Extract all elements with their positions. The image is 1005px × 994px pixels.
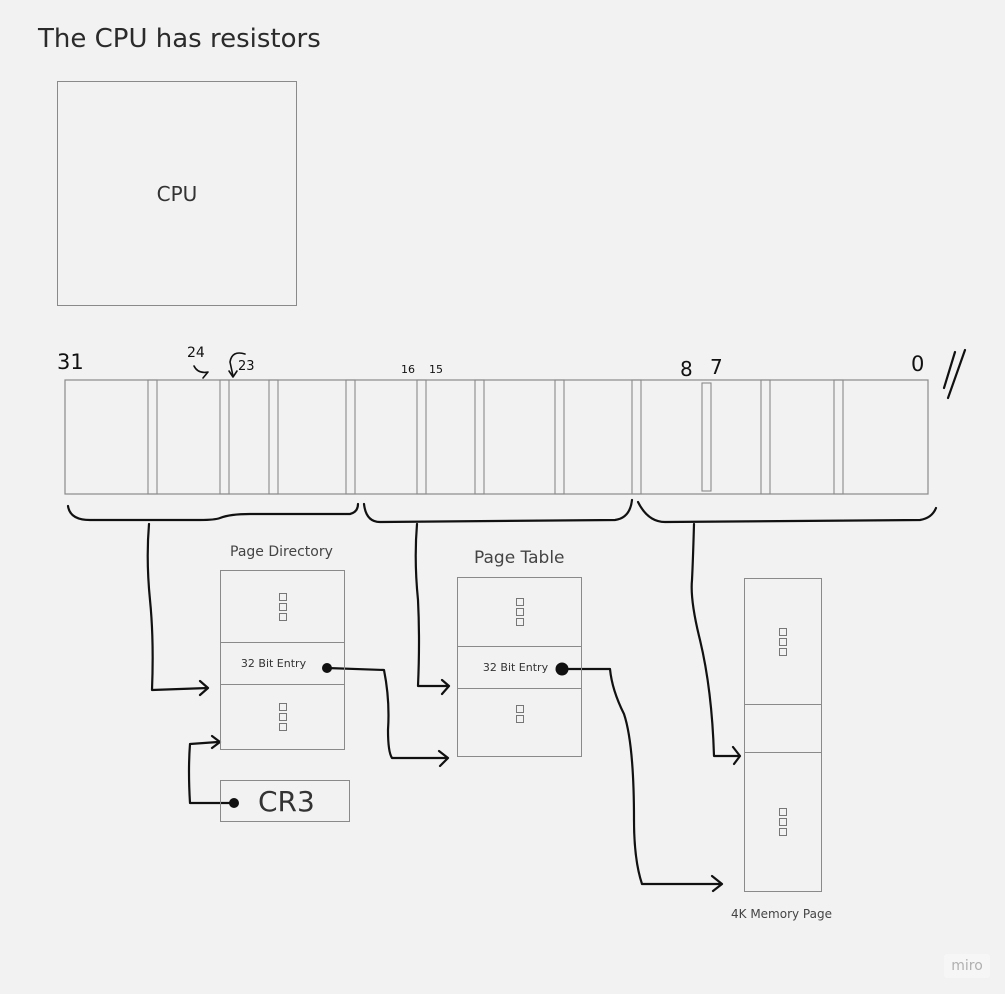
page-table-entry[interactable]: 32 Bit Entry [458,647,581,689]
memory-page-bottom-cell: □ □ □ [745,753,821,891]
page-directory-table[interactable]: □ □ □ 32 Bit Entry □ □ □ [220,570,345,750]
bit-label-23: 23 [238,359,255,374]
board-title: The CPU has resistors [38,24,321,54]
placeholder-box: □ [779,637,787,646]
bit-label-7: 7 [710,355,723,379]
arrow-cr3-to-directory [187,734,236,805]
placeholder-box: □ [278,723,287,731]
placeholder-box: □ [278,703,287,711]
placeholder-box: □ [278,592,287,601]
miro-watermark: miro [944,954,990,978]
placeholder-box: □ [278,612,287,621]
memory-page-label: 4K Memory Page [731,907,832,921]
placeholder-box: □ [278,602,287,611]
cr3-dot [229,798,239,808]
placeholder-box: □ [515,608,524,616]
page-table[interactable]: □ □ □ 32 Bit Entry □ □ [457,577,582,757]
placeholder-box: □ [779,828,787,836]
placeholder-box: □ [779,808,787,816]
arrow-pte-to-memory [561,667,724,893]
cpu-box[interactable]: CPU [57,81,297,306]
memory-page-selected-cell[interactable] [745,705,821,753]
page-directory-top-cell: □ □ □ [221,571,344,643]
placeholder-box: □ [779,627,787,636]
cr3-register[interactable]: CR3 [220,780,350,822]
page-table-title: Page Table [474,548,565,568]
placeholder-box: □ [278,713,287,721]
page-directory-entry-label: 32 Bit Entry [240,657,307,670]
bit-separators [147,379,844,495]
brace-table [362,498,634,524]
page-table-bottom-cell: □ □ [458,689,581,756]
bit-label-31: 31 [57,350,84,374]
page-table-entry-label: 32 Bit Entry [482,661,549,674]
cr3-label: CR3 [258,785,315,818]
cpu-label: CPU [156,181,198,206]
arrow-to-page-table [414,522,451,696]
page-directory-bottom-cell: □ □ □ [221,685,344,749]
memory-page[interactable]: □ □ □ □ □ □ [744,578,822,892]
placeholder-box: □ [515,598,524,606]
placeholder-box: □ [515,705,524,713]
bit-label-24: 24 [187,345,205,361]
bit-label-15: 15 [429,363,443,376]
placeholder-box: □ [779,647,787,656]
placeholder-box: □ [515,618,524,626]
brace-directory [66,502,360,522]
bit-label-0: 0 [911,352,925,376]
page-directory-entry[interactable]: 32 Bit Entry [221,643,344,685]
curl-arrow-23 [228,352,246,378]
arrow-pde-to-page-table [325,666,450,768]
pte-dot [555,662,569,676]
arrow-to-page-directory [146,522,210,697]
arrow-to-memory-page [690,522,742,766]
pde-dot [322,663,332,673]
page-table-top-cell: □ □ □ [458,578,581,647]
bit-label-8: 8 [680,357,693,381]
bit-label-16: 16 [401,363,415,376]
brace-offset [636,500,938,524]
placeholder-box: □ [779,818,787,826]
slash-mark-1 [942,350,957,390]
page-directory-title: Page Directory [230,544,333,560]
register-bar [64,379,929,495]
memory-page-top-cell: □ □ □ [745,579,821,705]
curl-arrow-24 [193,365,209,379]
placeholder-box: □ [515,715,524,723]
slash-mark-2 [946,348,967,400]
